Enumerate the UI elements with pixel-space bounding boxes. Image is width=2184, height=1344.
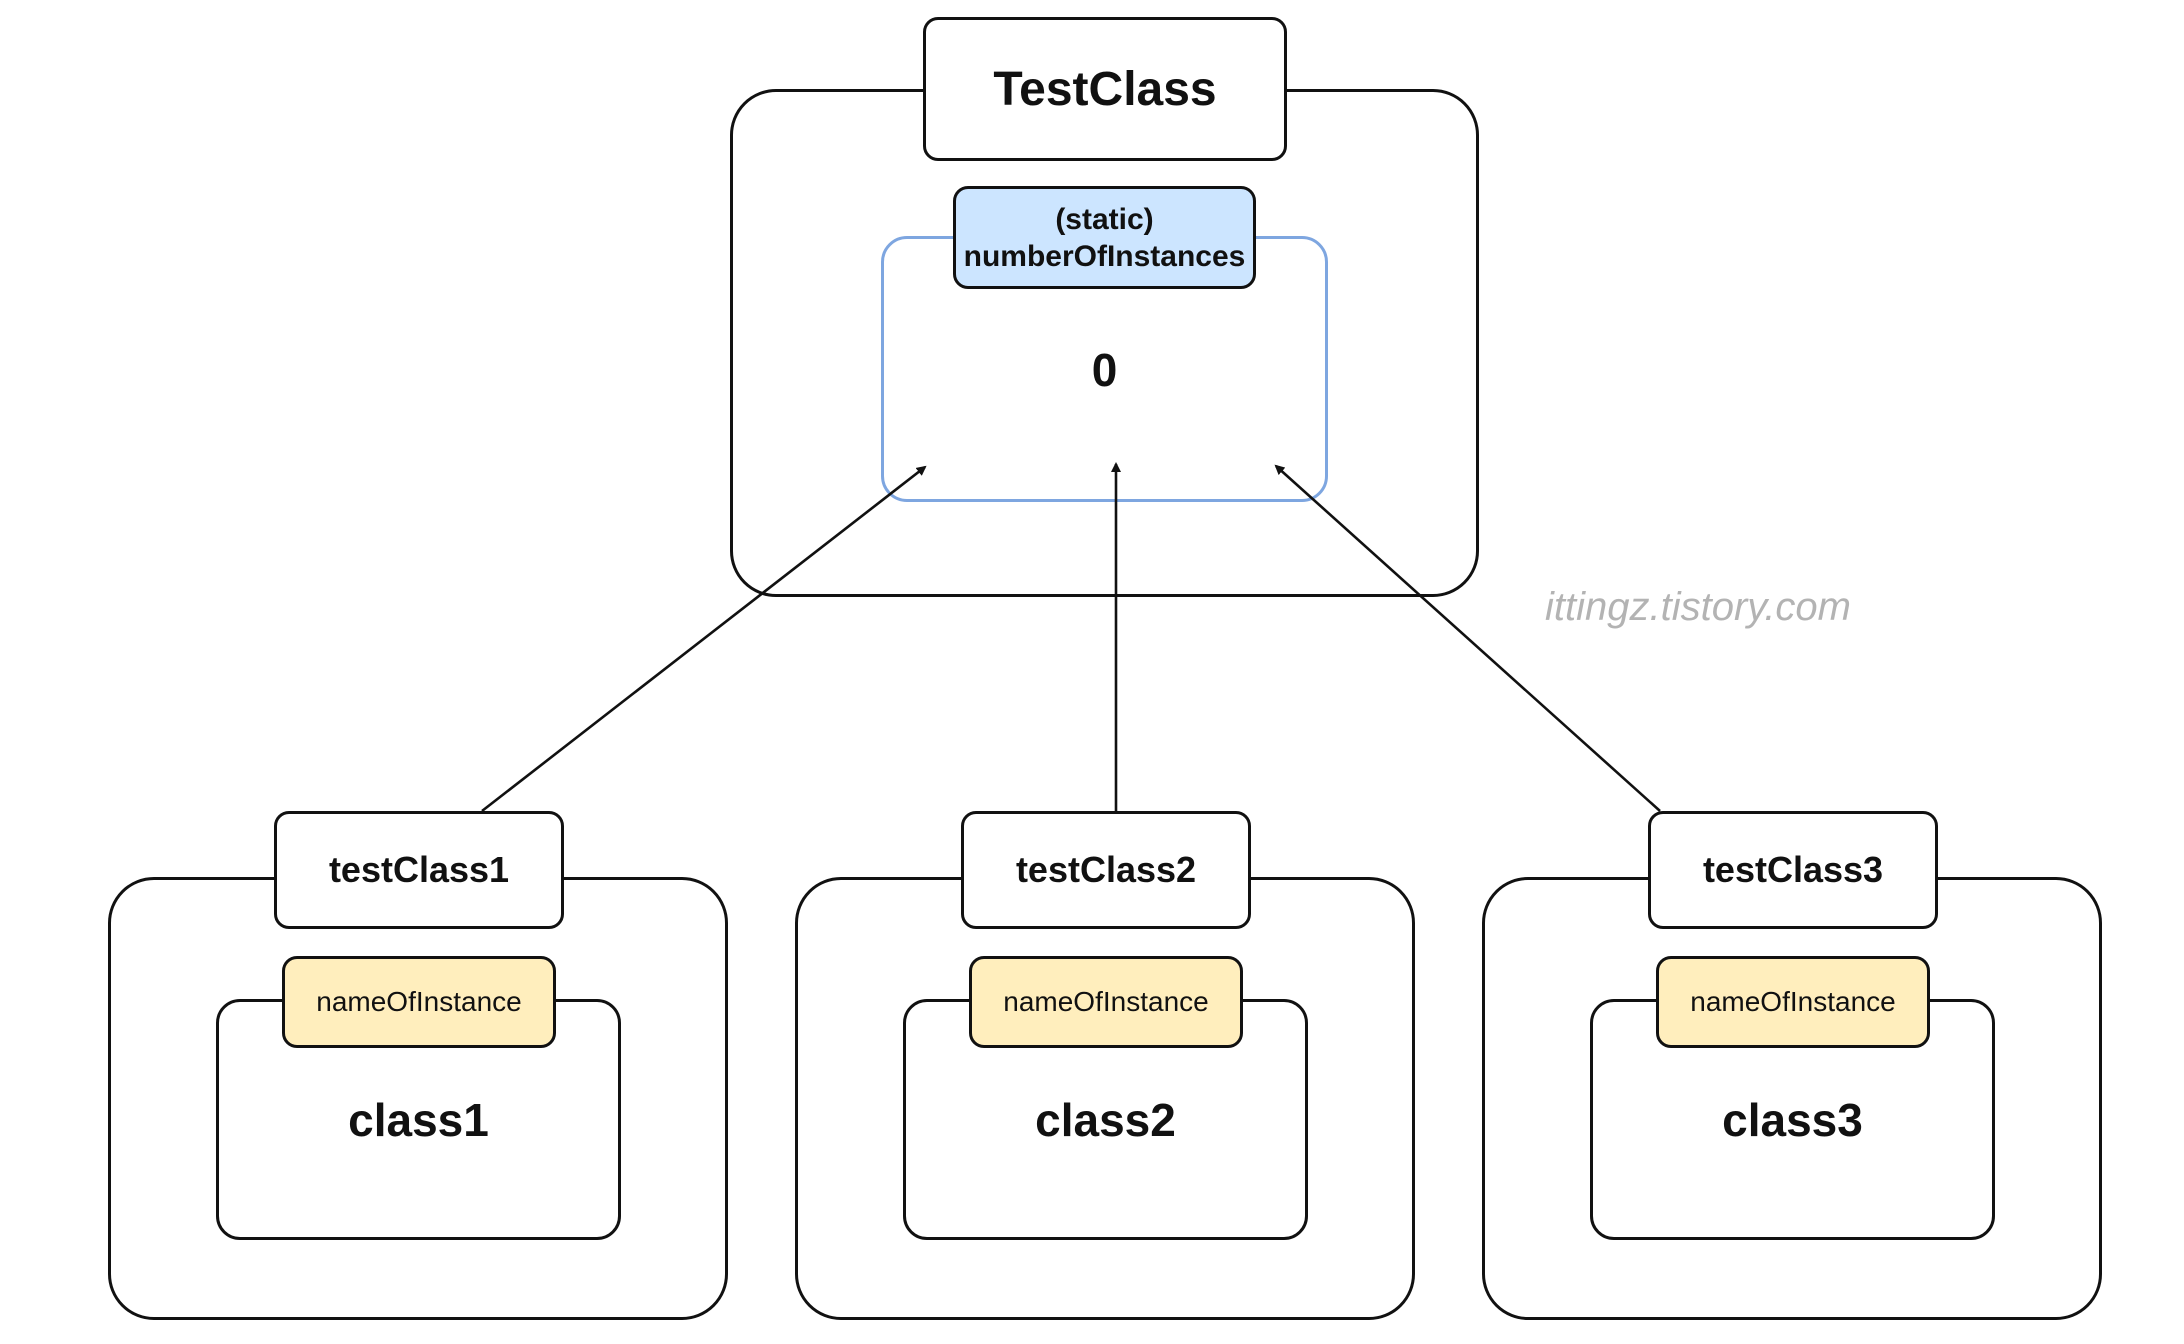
- instance-title-1: testClass1: [274, 811, 564, 929]
- instance-title-3: testClass3: [1648, 811, 1938, 929]
- instance-member-label-3: nameOfInstance: [1656, 956, 1930, 1048]
- watermark: ittingz.tistory.com: [1545, 585, 1851, 629]
- static-member-value: 0: [1091, 344, 1118, 396]
- instance-member-value-1: class1: [348, 1094, 489, 1146]
- arrow-instance-1: [481, 465, 927, 813]
- instance-member-value-3: class3: [1722, 1094, 1863, 1146]
- static-member-label-line1: (static): [1055, 202, 1154, 236]
- static-member-label: (static) numberOfInstances: [953, 186, 1256, 289]
- static-member-label-line2: numberOfInstances: [963, 239, 1246, 273]
- testclass-title: TestClass: [923, 17, 1287, 161]
- instance-member-value-2: class2: [1035, 1094, 1176, 1146]
- arrow-instance-3: [1274, 464, 1661, 812]
- instance-member-label-2: nameOfInstance: [969, 956, 1243, 1048]
- instance-member-label-1: nameOfInstance: [282, 956, 556, 1048]
- instance-title-2: testClass2: [961, 811, 1251, 929]
